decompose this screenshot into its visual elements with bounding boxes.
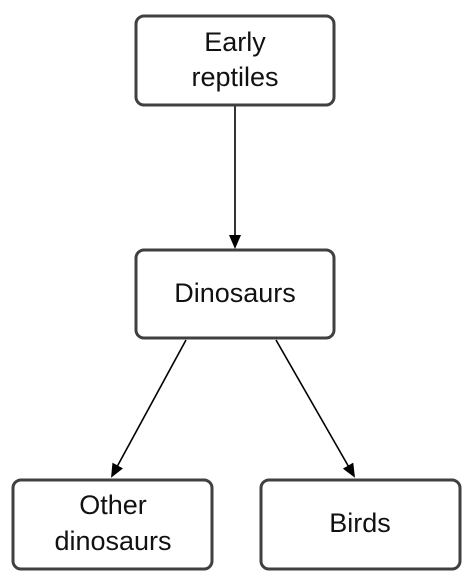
node-dinosaurs-box xyxy=(134,248,336,340)
edge-dinosaurs-to-other-dinosaurs xyxy=(111,339,187,478)
node-other-dinosaurs-line-1: Other xyxy=(79,490,147,520)
node-dinosaurs[interactable]: Dinosaurs xyxy=(134,248,336,340)
node-early-reptiles[interactable]: Early reptiles xyxy=(134,14,336,107)
node-birds-label: Birds xyxy=(329,508,391,538)
node-birds[interactable]: Birds xyxy=(259,478,462,571)
edge-dinosaurs-to-birds xyxy=(275,339,355,478)
node-other-dinosaurs-line-2: dinosaurs xyxy=(54,526,171,556)
node-early-reptiles-line-2: reptiles xyxy=(191,62,278,92)
node-early-reptiles-line-1: Early xyxy=(204,27,266,57)
node-birds-box xyxy=(259,478,462,571)
node-other-dinosaurs-box xyxy=(11,478,214,571)
node-dinosaurs-label: Dinosaurs xyxy=(174,278,296,308)
node-other-dinosaurs[interactable]: Other dinosaurs xyxy=(11,478,214,571)
node-early-reptiles-box xyxy=(134,14,336,107)
